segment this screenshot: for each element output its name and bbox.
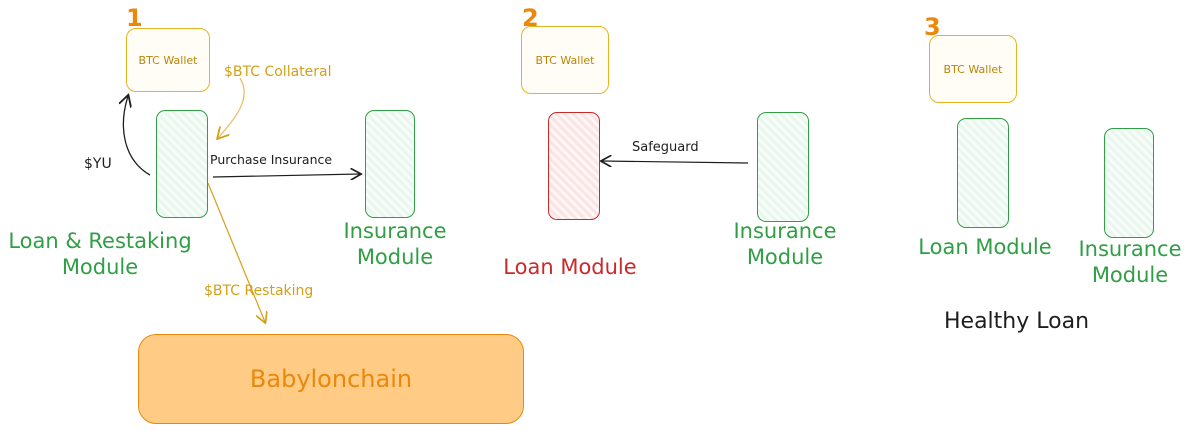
insurance-title-1-line-1: Insurance [343,219,447,243]
insurance-module-title-3: Insurance Module [1060,236,1200,288]
yu-label: $YU [84,156,112,172]
btc-wallet-label-1: BTC Wallet [138,53,198,67]
loan-restaking-module-box [156,110,208,218]
purchase-insurance-label: Purchase Insurance [210,152,333,167]
insurance-module-title-2: Insurance Module [710,218,860,270]
loan-module-box-3 [957,118,1009,228]
purchase-insurance-arrow [212,174,360,177]
insurance-title-3-line-2: Module [1091,263,1169,287]
btc-wallet-label-2: BTC Wallet [535,53,595,67]
btc-restaking-label: $BTC Restaking [204,283,314,299]
restaking-arrow [207,182,265,322]
insurance-module-box-2 [757,112,809,222]
babylonchain-box: Babylonchain [138,334,524,424]
insurance-title-2-line-1: Insurance [733,219,837,243]
btc-wallet-box-1: BTC Wallet [126,28,210,92]
insurance-title-1-line-2: Module [356,245,434,269]
collateral-arrow [218,77,245,138]
safeguard-label: Safeguard [632,140,699,155]
babylonchain-label: Babylonchain [249,365,413,393]
btc-wallet-box-2: BTC Wallet [521,26,609,94]
insurance-title-2-line-2: Module [746,245,824,269]
step-number-2: 2 [522,4,539,32]
btc-collateral-label: $BTC Collateral [224,64,332,80]
loan-module-title-3: Loan Module [918,235,1052,259]
healthy-loan-caption: Healthy Loan [944,309,1090,334]
yu-arrow [123,96,151,176]
loan-module-title-2: Loan Module [503,255,637,279]
insurance-module-box-3 [1104,128,1154,238]
loan-restaking-module-title: Loan & Restaking Module [0,228,200,280]
loan-restaking-title-line-2: Module [61,255,139,279]
step-number-1: 1 [126,4,143,32]
loan-restaking-title-line-1: Loan & Restaking [8,229,192,253]
loan-module-box-2 [548,112,600,220]
insurance-module-title-1: Insurance Module [320,218,470,270]
btc-wallet-box-3: BTC Wallet [929,35,1017,103]
btc-wallet-label-3: BTC Wallet [943,62,1003,76]
insurance-title-3-line-1: Insurance [1078,237,1182,261]
insurance-module-box-1 [365,110,415,218]
step-number-3: 3 [924,13,941,41]
safeguard-arrow [602,161,749,163]
